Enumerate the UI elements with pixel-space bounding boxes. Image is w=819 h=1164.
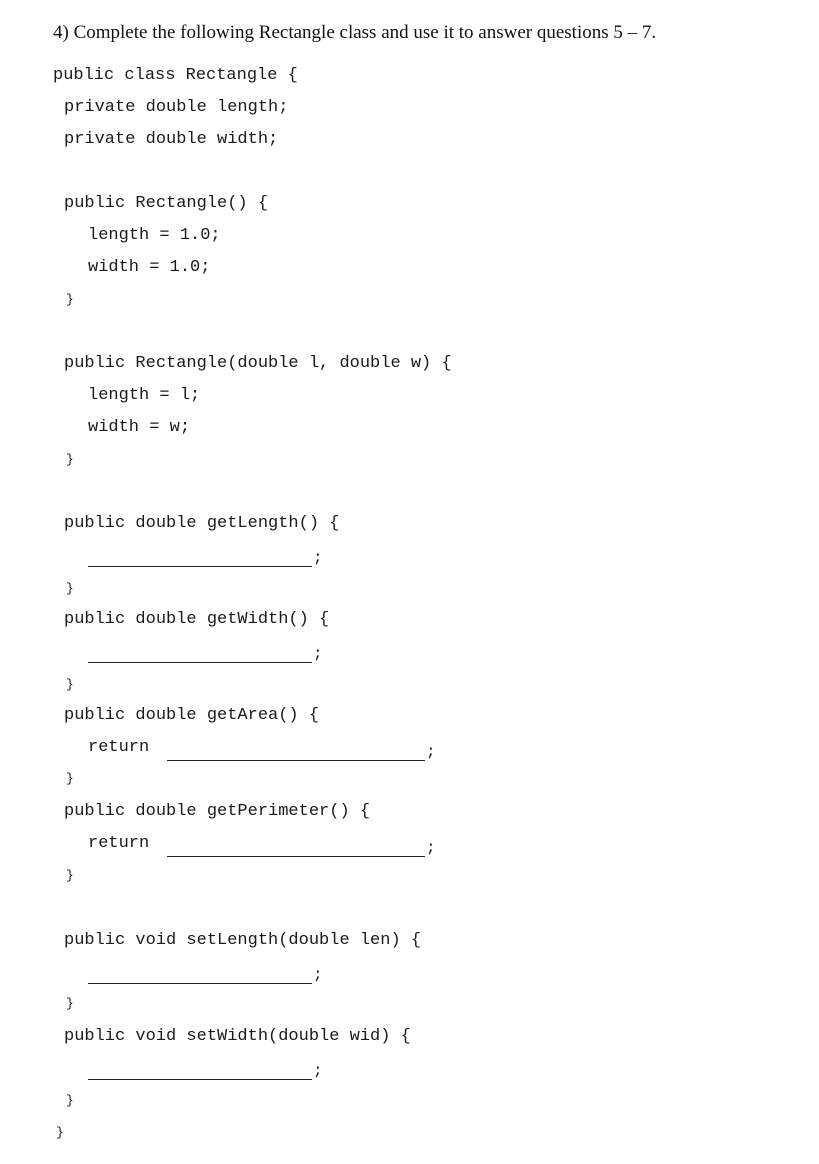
default-constructor-width-assignment: width = 1.0;: [88, 258, 211, 277]
get-width-close-brace: }: [66, 677, 74, 692]
param-constructor-signature: public Rectangle(double l, double w) {: [64, 354, 452, 373]
set-width-close-brace: }: [66, 1093, 74, 1108]
get-length-close-brace: }: [66, 581, 74, 596]
set-length-signature: public void setLength(double len) {: [64, 931, 422, 950]
class-declaration: public class Rectangle {: [53, 66, 298, 85]
get-perimeter-close-brace: }: [66, 868, 74, 883]
get-perimeter-answer-blank[interactable]: [167, 856, 425, 857]
field-length: private double length;: [64, 98, 289, 117]
default-constructor-close-brace: }: [66, 292, 74, 307]
get-area-return-keyword: return: [88, 738, 150, 757]
get-area-answer-blank[interactable]: [167, 760, 425, 761]
field-width: private double width;: [64, 130, 279, 149]
get-length-answer-blank[interactable]: [88, 566, 312, 567]
set-width-semicolon: ;: [313, 1062, 323, 1080]
question-heading: 4) Complete the following Rectangle clas…: [53, 22, 657, 43]
get-width-answer-blank[interactable]: [88, 662, 312, 663]
set-width-answer-blank[interactable]: [88, 1079, 312, 1080]
param-constructor-length-assignment: length = l;: [88, 386, 201, 405]
get-length-semicolon: ;: [313, 549, 323, 567]
get-perimeter-semicolon: ;: [426, 839, 436, 857]
default-constructor-signature: public Rectangle() {: [64, 194, 269, 213]
default-constructor-length-assignment: length = 1.0;: [88, 226, 221, 245]
get-length-signature: public double getLength() {: [64, 514, 340, 533]
set-length-close-brace: }: [66, 996, 74, 1011]
get-perimeter-signature: public double getPerimeter() {: [64, 802, 371, 821]
get-area-signature: public double getArea() {: [64, 706, 320, 725]
param-constructor-close-brace: }: [66, 452, 74, 467]
get-width-signature: public double getWidth() {: [64, 610, 330, 629]
set-length-semicolon: ;: [313, 966, 323, 984]
get-perimeter-return-keyword: return: [88, 834, 150, 853]
get-width-semicolon: ;: [313, 645, 323, 663]
class-close-brace: }: [56, 1125, 64, 1140]
get-area-close-brace: }: [66, 771, 74, 786]
set-length-answer-blank[interactable]: [88, 983, 312, 984]
param-constructor-width-assignment: width = w;: [88, 418, 191, 437]
set-width-signature: public void setWidth(double wid) {: [64, 1027, 411, 1046]
get-area-semicolon: ;: [426, 743, 436, 761]
